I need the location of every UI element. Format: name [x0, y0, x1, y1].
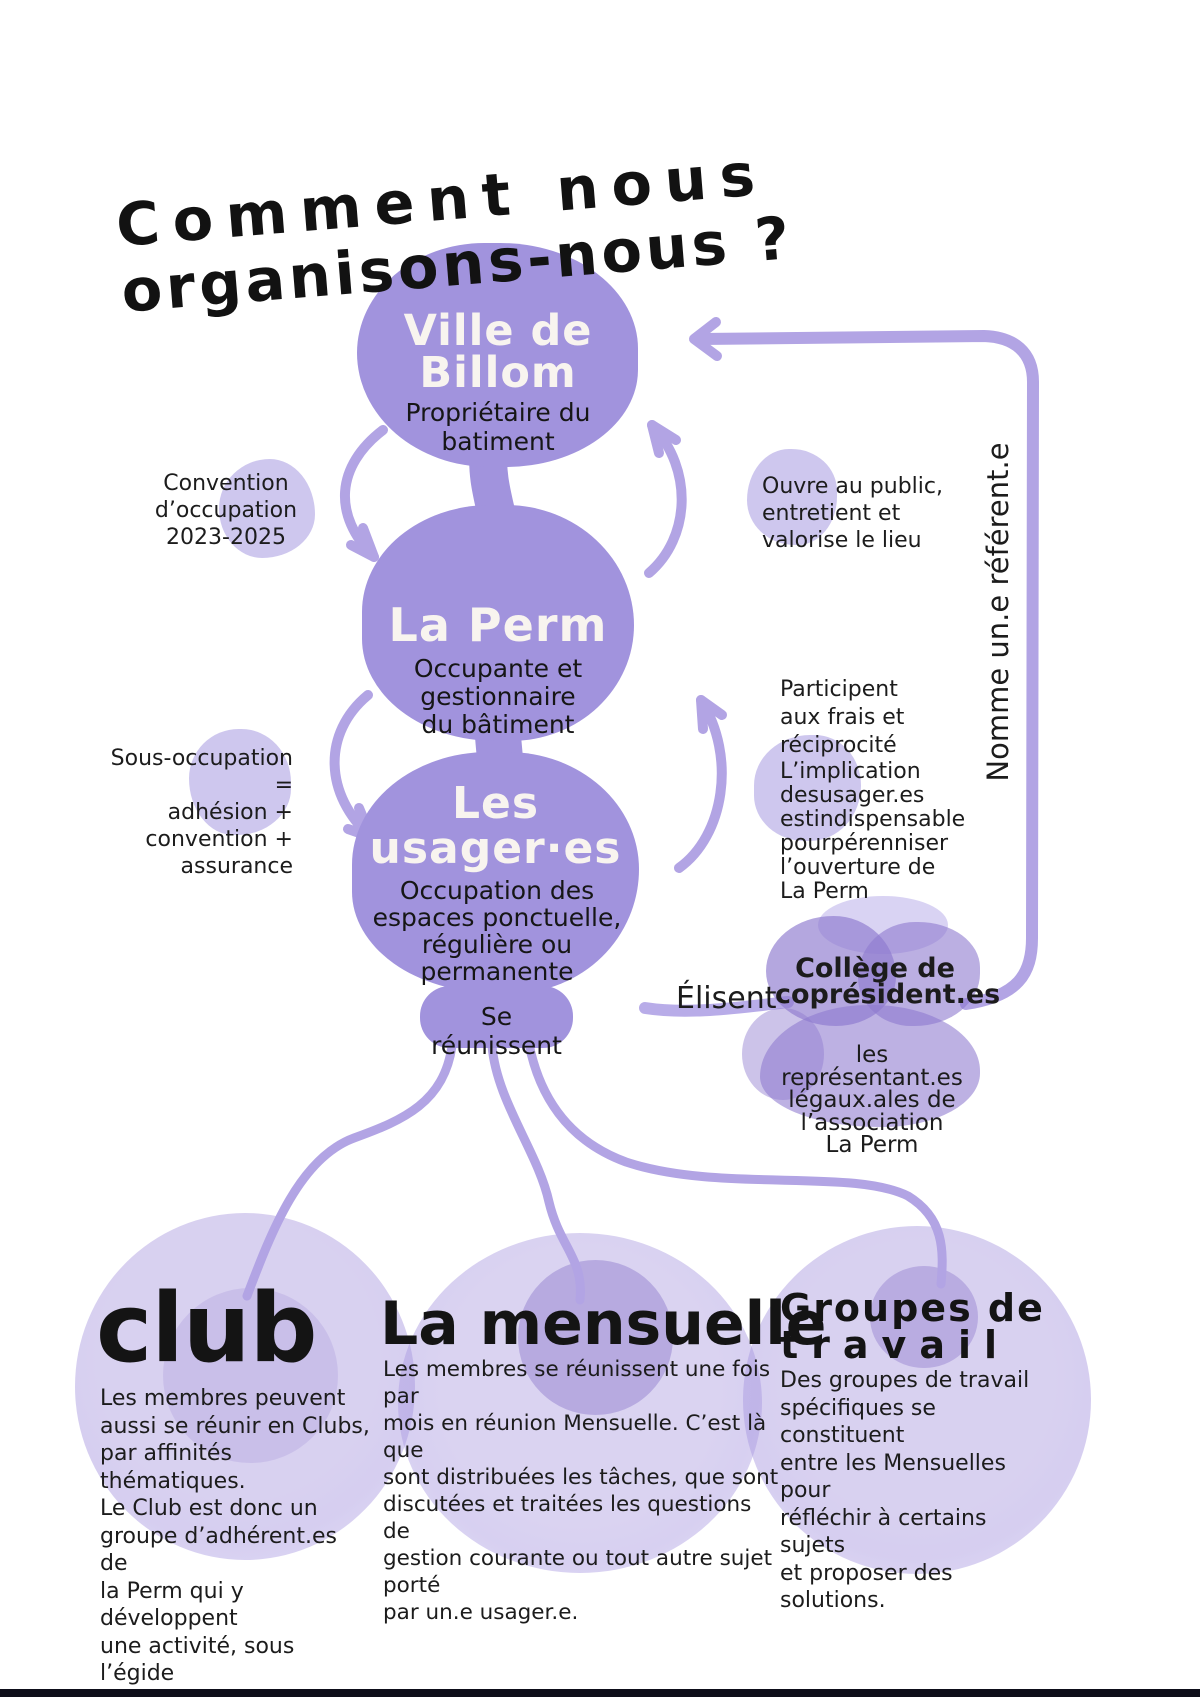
branch-club [242, 1041, 457, 1301]
usagers-node-title: Les usager·es [369, 778, 622, 874]
branch-groupes [524, 1039, 947, 1289]
club-section-title: Club [96, 1274, 318, 1384]
groupes-section-title: Groupes de travail [780, 1286, 1045, 1367]
la-perm-node [362, 505, 634, 741]
arrow-usagers-to-perm-head [696, 695, 727, 734]
groupes-watercolor-inner [870, 1266, 978, 1368]
college-copresidents-label: Collège de coprésident.es [775, 953, 1001, 1010]
line-nomme-referent [694, 330, 1039, 1010]
sous-occupation-blob [189, 729, 291, 835]
groupes-title-line1: Groupes de [780, 1286, 1045, 1330]
ouvre-blob [747, 449, 837, 545]
representants-legaux-label: les représentant.es légaux.ales de l’ass… [781, 1042, 963, 1158]
club-section-text: Les membres peuvent aussi se réunir en C… [100, 1386, 370, 1697]
groupes-title-line2: travail [780, 1323, 1011, 1367]
groupes-section-text: Des groupes de travail spécifiques se co… [780, 1368, 1030, 1613]
se-reunissent-label: Se réunissent [431, 1002, 562, 1060]
annotation-ouvre-au-public: Ouvre au public, entretient et valorise … [762, 474, 943, 553]
nomme-referent-label: Nomme un.e référent.e [981, 442, 1015, 782]
arrow-perm-to-ville-head [647, 420, 681, 458]
arrow-perm-to-usagers [329, 690, 376, 842]
branch-mensuelle [487, 1041, 585, 1305]
ville-node-title: Ville de Billom [403, 306, 593, 398]
annotation-sous-occupation: Sous-occupation = adhésion + convention … [110, 746, 293, 879]
groupes-watercolor-circle [743, 1226, 1091, 1574]
perm-node-title: La Perm [388, 598, 608, 652]
arrow-perm-to-ville [644, 420, 687, 578]
perm-node-subtitle: Occupante et gestionnaire du bâtiment [413, 654, 583, 739]
ville-de-billom-node [357, 243, 638, 467]
arrow-ville-to-perm-head [346, 523, 379, 562]
line-nomme-referent-head [689, 317, 722, 361]
line-elisent [639, 996, 794, 1017]
representants-blob [760, 1005, 980, 1127]
mensuelle-watercolor-inner [518, 1260, 673, 1415]
ville-node-subtitle: Propriétaire du batiment [405, 398, 591, 456]
les-usageres-node [352, 752, 639, 993]
annotation-implication: L’implication desusager.es estindispensa… [780, 759, 966, 904]
arrow-ville-to-perm [339, 425, 388, 562]
club-watercolor-circle [75, 1213, 415, 1560]
elisent-label: Élisent [676, 981, 777, 1016]
mensuelle-section-text: Les membres se réunissent une fois par m… [383, 1357, 779, 1625]
arrow-usagers-to-perm [674, 695, 727, 873]
annotation-convention: Convention d’occupation 2023-2025 [154, 471, 298, 550]
mensuelle-section-title: La mensuelle [380, 1289, 827, 1359]
representants-blob-left [742, 1008, 824, 1100]
footer-bar [0, 1689, 1200, 1697]
club-watercolor-inner [163, 1288, 338, 1463]
usagers-node-subtitle: Occupation des espaces ponctuelle, régul… [372, 876, 622, 986]
participent-blob [754, 735, 861, 841]
annotation-participent: Participent aux frais et réciprocité [780, 677, 905, 758]
se-reunissent-pill [420, 986, 573, 1048]
convention-blob [219, 459, 315, 558]
